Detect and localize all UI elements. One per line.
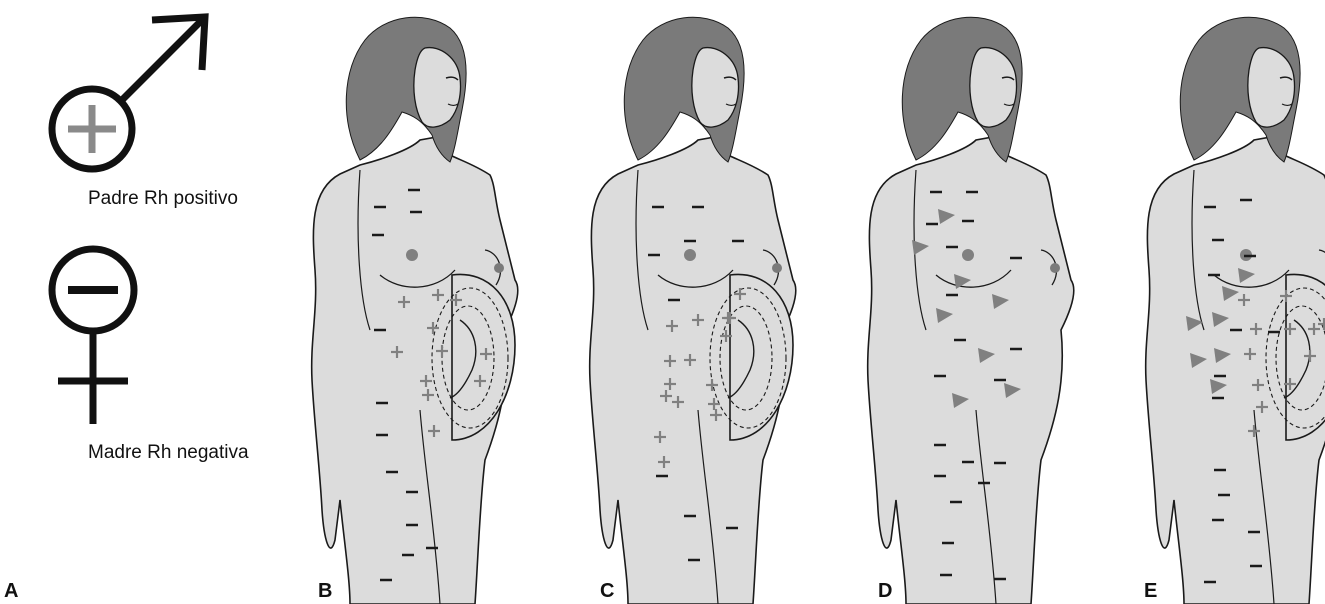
pregnant-belly: [1286, 274, 1325, 440]
nipple-dot: [772, 263, 782, 273]
male-symbol-icon: [40, 8, 220, 178]
nipple-dot: [1050, 263, 1060, 273]
mother-label: Madre Rh negativa: [88, 442, 249, 464]
nipple-marker-dot: [684, 249, 696, 261]
nipple-marker-dot: [406, 249, 418, 261]
woman-figure-svg: [1134, 0, 1325, 604]
panel-letter-a: A: [4, 580, 18, 603]
panel-letter-d: D: [878, 580, 892, 603]
female-symbol-icon: [40, 238, 160, 428]
panel-e-figure: [1134, 0, 1325, 604]
panel-d-figure: [856, 0, 1146, 604]
body-outline: [868, 135, 1074, 604]
father-label: Padre Rh positivo: [88, 188, 238, 210]
panel-c-figure: [578, 0, 868, 604]
woman-figure-svg: [856, 0, 1146, 604]
woman-figure-svg: [300, 0, 590, 604]
panel-letter-b: B: [318, 580, 332, 603]
panel-letter-e: E: [1144, 580, 1157, 603]
woman-figure-svg: [578, 0, 868, 604]
nipple-marker-dot: [962, 249, 974, 261]
panel-b-figure: [300, 0, 590, 604]
nipple-dot: [494, 263, 504, 273]
plus-sign-icon: [68, 105, 116, 153]
panel-letter-c: C: [600, 580, 614, 603]
